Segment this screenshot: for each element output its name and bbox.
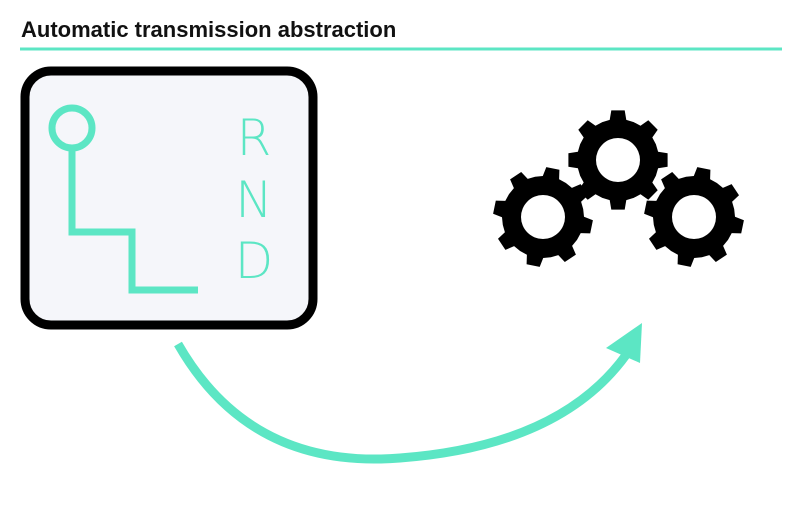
shift-gate-path bbox=[48, 104, 198, 294]
curved-arrow-icon bbox=[174, 323, 642, 464]
shifter-panel bbox=[20, 66, 318, 330]
gear-position-d: D bbox=[235, 232, 274, 290]
gear-shifter-icon: R N D bbox=[20, 66, 318, 330]
page-title: Automatic transmission abstraction bbox=[21, 17, 396, 42]
arrow-head bbox=[606, 323, 642, 363]
arrow-curve bbox=[174, 341, 630, 464]
shift-gate-line bbox=[68, 148, 198, 294]
gear-right-icon bbox=[644, 167, 744, 267]
gear-left-icon bbox=[493, 167, 593, 267]
gears-icon bbox=[493, 110, 744, 267]
gear-top-icon bbox=[568, 110, 668, 210]
gear-position-r: R bbox=[237, 109, 272, 167]
gear-position-n: N bbox=[235, 171, 272, 229]
